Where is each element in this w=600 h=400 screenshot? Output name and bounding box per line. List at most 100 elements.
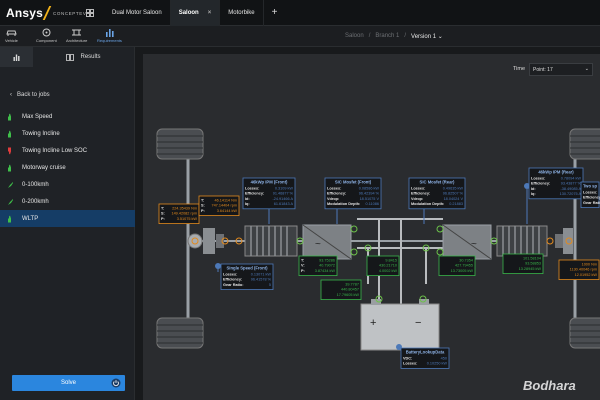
rear-inverter-info[interactable]: SiC Mosfet (Rear)Losses:0.49635 kWEffici… <box>408 177 466 210</box>
apps-grid-icon[interactable] <box>82 0 98 26</box>
rear-gearbox[interactable] <box>555 228 573 254</box>
job-item[interactable]: Motorway cruise <box>0 159 135 176</box>
info-label: Losses: <box>327 187 341 191</box>
info-value: -38.49085 A <box>561 187 582 191</box>
info-value: 747.14404 rpm <box>211 204 237 208</box>
component-label: Component <box>36 38 57 43</box>
info-value: 93.58853 <box>525 262 541 266</box>
rear-inverter[interactable]: ~ <box>442 224 492 260</box>
add-tab-button[interactable]: + <box>271 7 278 18</box>
info-label: Efficiency: <box>411 192 430 196</box>
breadcrumb-sep: / <box>404 33 407 39</box>
job-item[interactable]: Towing Incline Low SOC <box>0 142 135 159</box>
solve-button[interactable]: Solve <box>12 375 125 391</box>
tab-saloon[interactable]: Saloon × <box>170 0 221 26</box>
version-selector[interactable]: Version 1 ⌄ <box>411 33 443 40</box>
tab-results[interactable]: Results <box>33 47 134 67</box>
info-title: BatteryLookupData <box>406 350 445 355</box>
front-gearbox[interactable] <box>203 228 224 254</box>
thumb-icon <box>8 113 11 120</box>
time-point-select[interactable]: Point: 17 ⌄ <box>529 63 593 76</box>
info-title: 46kWp IPM (Front) <box>251 180 288 185</box>
component-button[interactable]: Component <box>36 28 57 43</box>
info-label: V: <box>301 264 305 268</box>
info-title: Two sp <box>583 184 598 189</box>
info-value: 96.42394 % <box>359 192 380 196</box>
front-differential <box>187 233 203 249</box>
front-inverter[interactable]: ~ <box>302 224 352 260</box>
info-label: Modulation Depth: <box>327 202 360 206</box>
wheel-rear-bottom <box>569 317 600 349</box>
architecture-button[interactable]: Architecture <box>66 28 87 43</box>
info-value: 3.64144 kW <box>217 209 238 213</box>
car-icon <box>6 30 17 36</box>
info-label: T: <box>301 259 304 263</box>
job-item[interactable]: Towing Incline <box>0 125 135 142</box>
info-value: 96.41578 % <box>251 278 272 282</box>
job-item[interactable]: WLTP <box>0 210 135 227</box>
wheel-front-top <box>156 128 204 160</box>
rear-motor[interactable] <box>496 225 548 257</box>
front-motor[interactable] <box>244 225 298 257</box>
breadcrumb-branch[interactable]: Branch 1 <box>375 33 400 39</box>
close-icon[interactable]: × <box>207 9 212 16</box>
info-label: Iq: <box>245 202 250 206</box>
tab-label: Saloon <box>178 9 199 16</box>
logo-slash <box>42 5 52 20</box>
info-label: P: <box>201 209 205 213</box>
front-gear-info[interactable]: Single Speed (Front)Losses:0.13071 kWEff… <box>220 263 274 291</box>
rear-motor-info[interactable]: 46kWp IPM (Rear)Losses:0.78094 kWEfficie… <box>528 167 584 200</box>
info-value: 4.0002 kW <box>379 269 398 273</box>
time-point-value: Point: 17 <box>533 66 553 73</box>
sidebar-tabs: Results <box>0 47 134 67</box>
info-label: Efficiency: <box>223 278 242 282</box>
requirements-button[interactable]: Requirements <box>97 28 122 43</box>
breadcrumb-project[interactable]: Saloon <box>345 33 364 39</box>
info-title: SiC Mosfet (Rear) <box>420 180 456 185</box>
info-value: 13.28945 kW <box>519 267 542 271</box>
back-to-jobs-link[interactable]: ‹ Back to jobs <box>10 92 50 98</box>
info-value: 18.04024 V <box>444 197 464 201</box>
vehicle-button[interactable]: Vehicle <box>5 28 18 43</box>
rocket-icon <box>8 198 13 205</box>
info-value: 430.21710 <box>379 264 397 268</box>
job-label: WLTP <box>22 215 39 222</box>
job-item[interactable]: 0-100kmh <box>0 176 135 193</box>
tab-dual-motor-saloon[interactable]: Dual Motor Saloon <box>104 0 171 26</box>
info-label: Efficiency: <box>583 196 600 200</box>
info-value: 1130.40046 rpm <box>570 268 597 272</box>
info-label: Losses: <box>531 177 545 181</box>
job-item[interactable]: 0-200kmh <box>0 193 135 210</box>
tab-label: Motorbike <box>228 9 255 16</box>
front-motor-info[interactable]: 46kWp IPM (Front)Losses:0.3109 kWEfficie… <box>242 177 296 210</box>
job-item[interactable]: Max Speed <box>0 108 135 125</box>
app-logo[interactable]: Ansys CONCEPTEV <box>0 0 86 26</box>
battery[interactable]: + − <box>360 299 440 351</box>
info-value: 30.7354 <box>459 259 473 263</box>
thumb-icon <box>8 215 11 222</box>
tab-motorbike[interactable]: Motorbike <box>220 0 264 26</box>
front-inverter-info[interactable]: SiC Mosfet (Front)Losses:0.08586 kWEffic… <box>324 177 382 210</box>
info-value: 46.14114 Nm <box>214 199 237 203</box>
info-value: 1000 Nm <box>582 263 597 267</box>
info-label: Efficiency: <box>245 192 264 196</box>
chevron-down-icon: ⌄ <box>437 34 443 40</box>
info-label: Iq: <box>531 192 536 196</box>
chevron-down-icon: ⌄ <box>584 66 589 72</box>
back-label: Back to jobs <box>17 92 50 98</box>
tab-chart[interactable] <box>0 47 33 67</box>
brand-name: Ansys <box>6 5 44 20</box>
info-label: Vdrop: <box>327 197 339 201</box>
info-value: 61.61843 A <box>274 202 294 206</box>
